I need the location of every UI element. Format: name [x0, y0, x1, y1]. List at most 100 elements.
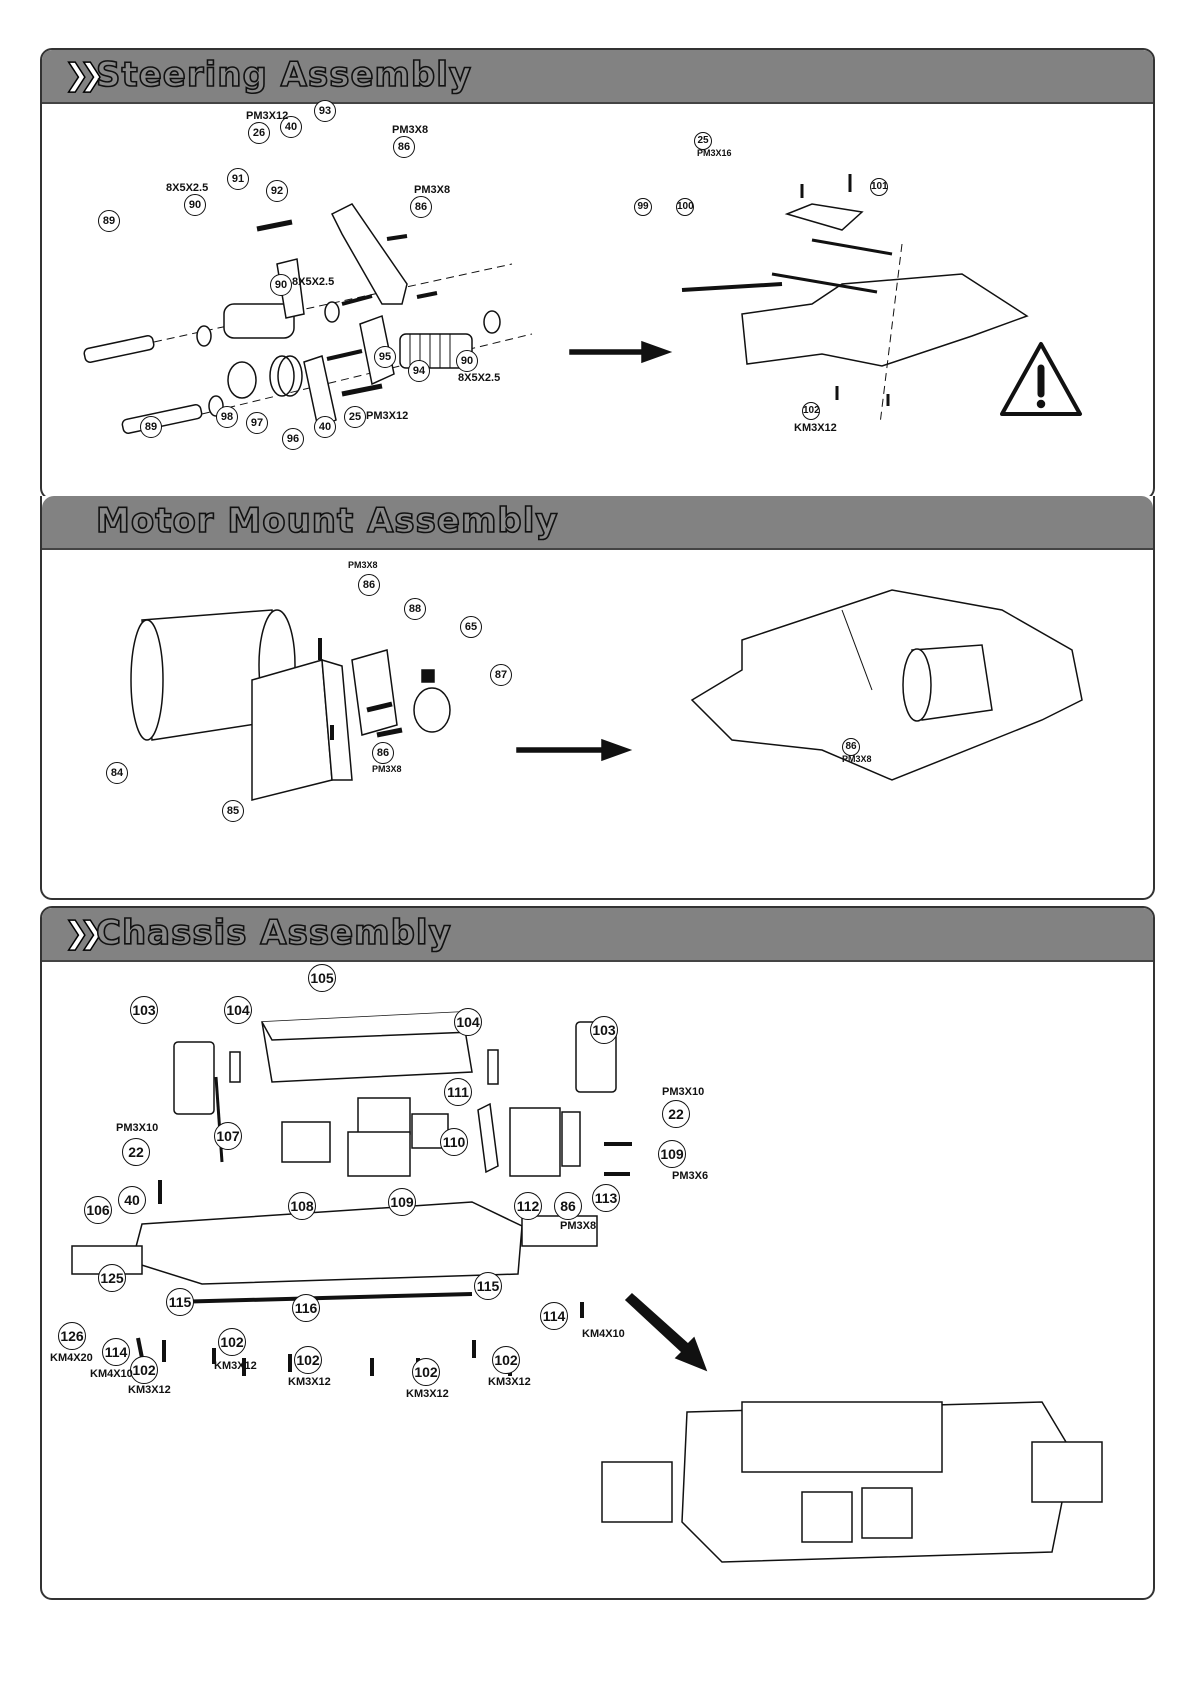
spec-label: PM3X12 [246, 110, 289, 122]
callout: 116 [292, 1294, 320, 1322]
callout: 106 [84, 1196, 112, 1224]
spec-label: PM3X8 [414, 184, 451, 196]
spec-label: KM4X10 [582, 1328, 625, 1340]
callout: 95 [374, 346, 396, 368]
callout: 102 [802, 402, 820, 420]
spec-label: 8X5X2.5 [458, 372, 501, 384]
spec-label: 8X5X2.5 [292, 276, 335, 288]
callout: 102 [492, 1346, 520, 1374]
spec-label: PM3X8 [392, 124, 429, 136]
callout: 90 [456, 350, 478, 372]
chevron-icon: ❯❯ [63, 915, 105, 952]
spec-label: PM3X8 [348, 560, 378, 570]
motor-header: Motor Mount Assembly [42, 496, 1153, 550]
callout: 102 [130, 1356, 158, 1384]
spec-label: PM3X8 [372, 764, 402, 774]
callout: 22 [122, 1138, 150, 1166]
chevron-icon: ❯❯ [63, 57, 105, 94]
spec-label: PM3X8 [560, 1220, 597, 1232]
callout: 65 [460, 616, 482, 638]
callout: 108 [288, 1192, 316, 1220]
callout: 115 [166, 1288, 194, 1316]
callout: 88 [404, 598, 426, 620]
spec-label: KM3X12 [214, 1360, 257, 1372]
callout: 85 [222, 800, 244, 822]
callout: 40 [314, 416, 336, 438]
callout: 100 [676, 198, 694, 216]
callout: 102 [412, 1358, 440, 1386]
spec-label: KM4X20 [50, 1352, 93, 1364]
chassis-exploded-diagram [71, 1011, 1103, 1563]
callout: 94 [408, 360, 430, 382]
callout: 103 [130, 996, 158, 1024]
callout: 86 [358, 574, 380, 596]
callout: 110 [440, 1128, 468, 1156]
callout: 89 [140, 416, 162, 438]
callout: 101 [870, 178, 888, 196]
callout: 126 [58, 1322, 86, 1350]
callout: 105 [308, 964, 336, 992]
steering-exploded-diagram [83, 174, 1082, 434]
spec-label: KM3X12 [794, 422, 837, 434]
callout: 90 [270, 274, 292, 296]
callout: 104 [454, 1008, 482, 1036]
callout: 98 [216, 406, 238, 428]
callout: 97 [246, 412, 268, 434]
callout: 102 [294, 1346, 322, 1374]
motor-title: Motor Mount Assembly [95, 500, 559, 542]
callout: 104 [224, 996, 252, 1024]
callout: 86 [554, 1192, 582, 1220]
callout: 111 [444, 1078, 472, 1106]
callout: 25 [694, 132, 712, 150]
callout: 99 [634, 198, 652, 216]
spec-label: PM3X12 [366, 410, 409, 422]
spec-label: KM3X12 [406, 1388, 449, 1400]
spec-label: PM3X10 [662, 1086, 705, 1098]
spec-label: 8X5X2.5 [166, 182, 209, 194]
spec-label: PM3X16 [697, 148, 732, 158]
callout: 92 [266, 180, 288, 202]
callout: 25 [344, 406, 366, 428]
callout: 96 [282, 428, 304, 450]
callout: 86 [410, 196, 432, 218]
callout: 103 [590, 1016, 618, 1044]
warning-icon [1000, 342, 1082, 416]
callout: 89 [98, 210, 120, 232]
callout: 86 [393, 136, 415, 158]
callout: 109 [658, 1140, 686, 1168]
callout: 90 [184, 194, 206, 216]
callout: 40 [280, 116, 302, 138]
spec-label: PM3X10 [116, 1122, 159, 1134]
spec-label: PM3X8 [842, 754, 872, 764]
spec-label: KM3X12 [128, 1384, 171, 1396]
callout: 125 [98, 1264, 126, 1292]
callout: 113 [592, 1184, 620, 1212]
spec-label: KM3X12 [288, 1376, 331, 1388]
callout: 109 [388, 1188, 416, 1216]
callout: 114 [540, 1302, 568, 1330]
spec-label: PM3X6 [672, 1170, 709, 1182]
steering-title: Steering Assembly [95, 54, 473, 96]
callout: 107 [214, 1122, 242, 1150]
callout: 22 [662, 1100, 690, 1128]
callout: 114 [102, 1338, 130, 1366]
spec-label: KM4X10 [90, 1368, 133, 1380]
callout: 86 [372, 742, 394, 764]
chassis-panel: ❯❯ Chassis Assembly [40, 906, 1155, 1600]
callout: 86 [842, 738, 860, 756]
callout: 93 [314, 100, 336, 122]
motor-panel: Motor Mount Assembly 86 88 65 87 84 85 8… [40, 496, 1155, 900]
callout: 112 [514, 1192, 542, 1220]
callout: 115 [474, 1272, 502, 1300]
chassis-header: ❯❯ Chassis Assembly [42, 908, 1153, 962]
motor-exploded-diagram [130, 589, 1083, 801]
steering-panel: ❯❯ Steering Assembly [40, 48, 1155, 500]
spec-label: KM3X12 [488, 1376, 531, 1388]
callout: 102 [218, 1328, 246, 1356]
callout: 87 [490, 664, 512, 686]
chassis-title: Chassis Assembly [95, 912, 452, 954]
callout: 40 [118, 1186, 146, 1214]
callout: 84 [106, 762, 128, 784]
callout: 91 [227, 168, 249, 190]
steering-header: ❯❯ Steering Assembly [42, 50, 1153, 104]
